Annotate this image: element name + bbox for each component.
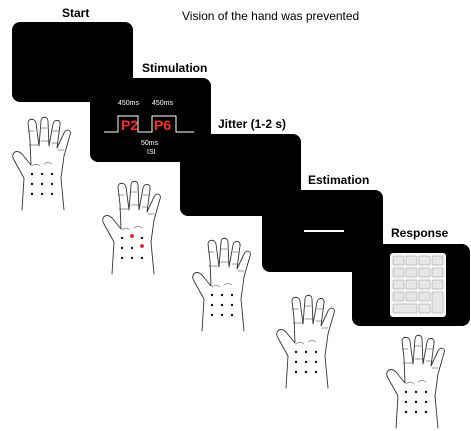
- hand-illustration-jitter: [192, 237, 251, 332]
- step-title-stimulation: Stimulation: [142, 61, 208, 75]
- isi-label: ISI: [147, 149, 156, 156]
- stimulus-label-right: P6: [154, 117, 172, 133]
- response-screen: [352, 244, 470, 326]
- step-title-response: Response: [391, 226, 449, 240]
- pulse-timeline: [104, 115, 194, 133]
- estimation-line: [304, 230, 344, 232]
- stimulated-point-p2: [130, 234, 134, 238]
- hand-illustration-estimation: [276, 294, 335, 389]
- duration-right-label: 450ms: [152, 100, 174, 107]
- step-title-start: Start: [62, 6, 90, 20]
- keypad-icon: [390, 253, 446, 317]
- isi-duration-label: 50ms: [141, 140, 159, 147]
- step-title-estimation: Estimation: [308, 173, 370, 187]
- stimulated-point-p6: [140, 244, 144, 248]
- hand-illustration-stimulation: [102, 180, 161, 275]
- stimulus-label-left: P2: [121, 117, 139, 133]
- hand-illustration-start: [12, 116, 71, 211]
- hand-illustration-response: [386, 334, 445, 429]
- duration-left-label: 450ms: [118, 100, 140, 107]
- header-note: Vision of the hand was prevented: [182, 9, 360, 23]
- step-title-jitter: Jitter (1-2 s): [218, 117, 287, 131]
